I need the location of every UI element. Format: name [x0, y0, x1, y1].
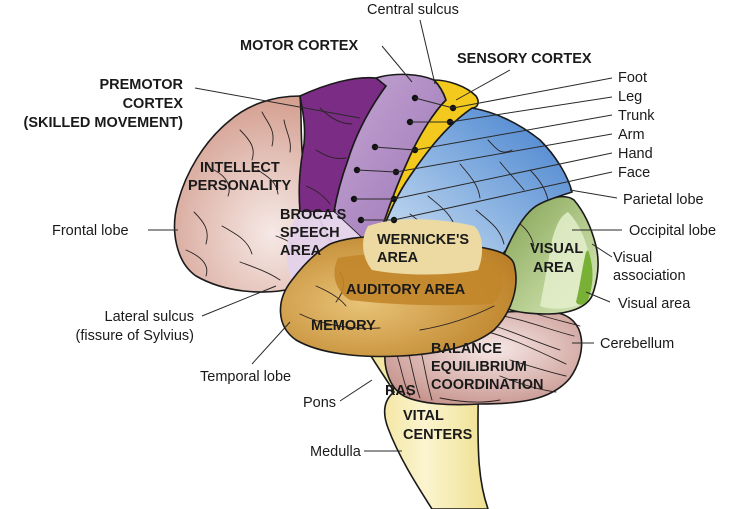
callout-lateral-sulcus-1: Lateral sulcus	[105, 309, 194, 325]
label-intellect: INTELLECT	[200, 160, 280, 176]
callout-hand: Hand	[618, 146, 653, 162]
label-ras: RAS	[385, 383, 416, 399]
callout-medulla: Medulla	[310, 444, 362, 460]
label-balance-3: COORDINATION	[431, 377, 544, 393]
label-broca-3: AREA	[280, 243, 322, 259]
leader-lines	[148, 19, 622, 452]
callout-premotor-1: PREMOTOR	[99, 77, 183, 93]
callout-parietal-lobe: Parietal lobe	[623, 192, 704, 208]
callout-pons: Pons	[303, 395, 336, 411]
callout-premotor-3: (SKILLED MOVEMENT)	[24, 115, 184, 131]
region-labels: INTELLECT PERSONALITY BROCA'S SPEECH ARE…	[188, 160, 583, 443]
callout-arm: Arm	[618, 127, 645, 143]
callout-temporal-lobe: Temporal lobe	[200, 369, 291, 385]
label-visual-1: VISUAL	[530, 241, 583, 257]
callout-visual-association-1: Visual	[613, 250, 652, 266]
label-broca-2: SPEECH	[280, 225, 340, 241]
label-vital-1: VITAL	[403, 408, 444, 424]
label-balance-2: EQUILIBRIUM	[431, 359, 527, 375]
callout-motor-cortex: MOTOR CORTEX	[240, 38, 358, 54]
label-broca-1: BROCA'S	[280, 207, 347, 223]
callout-trunk: Trunk	[618, 108, 655, 124]
visual-area-zone	[576, 250, 593, 305]
callout-premotor-2: CORTEX	[123, 96, 184, 112]
frontal-gyri	[185, 111, 305, 281]
label-wernicke-2: AREA	[377, 250, 419, 266]
callout-labels: Central sulcus MOTOR CORTEX SENSORY CORT…	[24, 2, 717, 460]
label-wernicke-1: WERNICKE'S	[377, 232, 469, 248]
callout-frontal-lobe: Frontal lobe	[52, 223, 129, 239]
callout-sensory-cortex: SENSORY CORTEX	[457, 51, 592, 67]
callout-face: Face	[618, 165, 650, 181]
label-visual-2: AREA	[533, 260, 575, 276]
callout-visual-area: Visual area	[618, 296, 691, 312]
callout-leg: Leg	[618, 89, 642, 105]
label-balance-1: BALANCE	[431, 341, 502, 357]
label-personality: PERSONALITY	[188, 178, 291, 194]
visual-association-zone	[540, 212, 591, 309]
motor-gyri	[305, 107, 353, 205]
callout-lateral-sulcus-2: (fissure of Sylvius)	[76, 328, 194, 344]
callout-visual-association-2: association	[613, 268, 686, 284]
callout-central-sulcus: Central sulcus	[367, 2, 459, 18]
callout-cerebellum: Cerebellum	[600, 336, 674, 352]
label-vital-2: CENTERS	[403, 427, 473, 443]
label-memory: MEMORY	[311, 318, 376, 334]
wernicke-area	[363, 219, 483, 275]
callout-occipital-lobe: Occipital lobe	[629, 223, 716, 239]
label-auditory: AUDITORY AREA	[346, 282, 466, 298]
callout-foot: Foot	[618, 70, 647, 86]
